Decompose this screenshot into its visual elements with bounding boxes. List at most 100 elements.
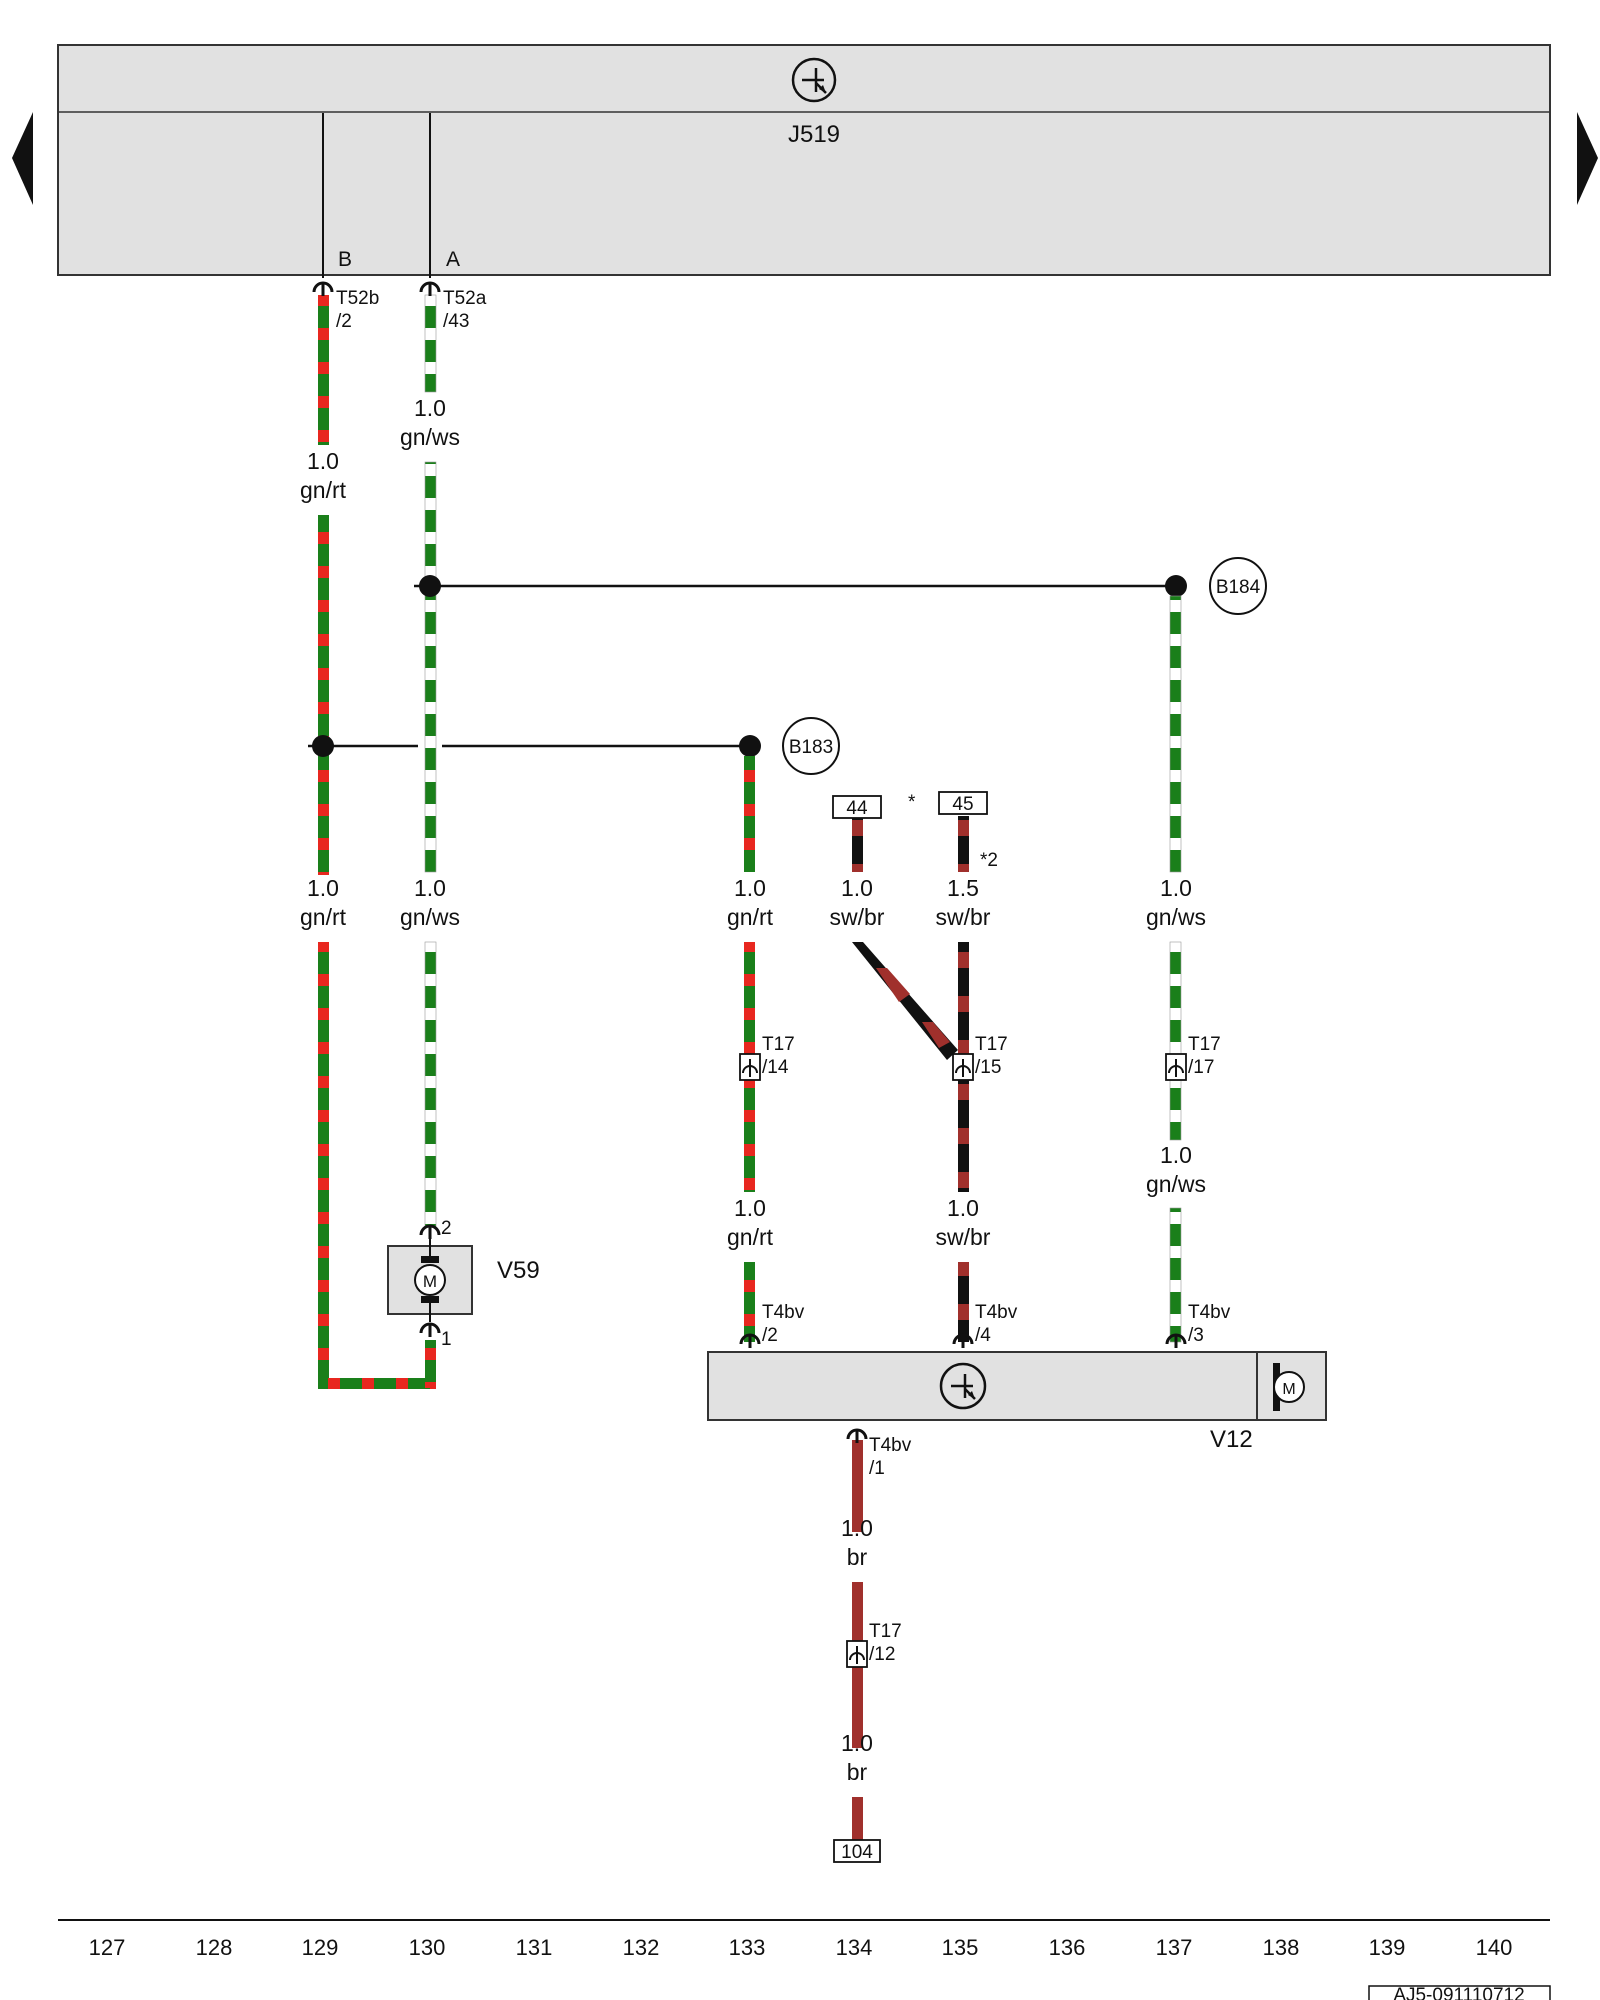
wire-size: 1.0 xyxy=(947,1195,979,1221)
connector-t4bv-2: T4bv /2 xyxy=(762,1302,805,1346)
transistor-icon xyxy=(791,57,837,103)
wire-label: 1.0 br xyxy=(841,1515,873,1570)
wire-color: gn/rt xyxy=(727,1224,774,1250)
connector-t4bv-3-pin: /3 xyxy=(1188,1325,1204,1346)
connector-t52a: T52a /43 xyxy=(443,288,487,332)
v59-pin-2: 2 xyxy=(441,1218,452,1239)
column-number: 138 xyxy=(1263,1935,1300,1960)
reference-44[interactable]: 44 xyxy=(832,795,882,819)
v59-motor: M 2 1 V59 xyxy=(387,1218,540,1350)
column-number: 140 xyxy=(1476,1935,1513,1960)
wire-label: 1.0 br xyxy=(841,1730,873,1785)
wire-label: 1.0 gn/ws xyxy=(1146,1142,1206,1197)
wire-size: 1.0 xyxy=(414,875,446,901)
wire-sw-br-134 xyxy=(852,816,958,1060)
svg-text:M: M xyxy=(1282,1381,1295,1398)
wire-label: 1.0 gn/ws xyxy=(400,395,460,450)
connector-t4bv-1-id: T4bv xyxy=(869,1435,912,1456)
pin-b-label: B xyxy=(338,248,352,271)
connector-t17-12: T17 /12 xyxy=(846,1621,902,1668)
connector-t52a-pin: /43 xyxy=(443,311,469,332)
wire-label: 1.0 gn/rt xyxy=(727,875,774,930)
prev-page-arrow[interactable] xyxy=(12,112,33,205)
wire-size: 1.0 xyxy=(841,1515,873,1541)
splice-b184-label: B184 xyxy=(1216,577,1261,598)
column-number: 137 xyxy=(1156,1935,1193,1960)
connector-t17-15-id: T17 xyxy=(975,1034,1008,1055)
splice-b184: B184 xyxy=(1209,557,1267,615)
wire-size: 1.0 xyxy=(734,1195,766,1221)
connector-t4bv-4-id: T4bv xyxy=(975,1302,1018,1323)
reference-104[interactable]: 104 xyxy=(833,1839,881,1863)
wire-color: gn/rt xyxy=(300,477,347,503)
connector-t17-15-pin: /15 xyxy=(975,1057,1001,1078)
j519-control-unit: J519 xyxy=(57,44,1551,276)
wire-label: 1.0 gn/rt xyxy=(727,1195,774,1250)
wire-label: 1.5 sw/br xyxy=(936,875,991,930)
wire-color: gn/rt xyxy=(300,904,347,930)
wire-gn-rt-133 xyxy=(744,756,755,1342)
wire-color: sw/br xyxy=(936,1224,991,1250)
wire-size: 1.0 xyxy=(1160,875,1192,901)
wire-color: gn/ws xyxy=(1146,904,1206,930)
column-number: 133 xyxy=(729,1935,766,1960)
reference-45[interactable]: 45 xyxy=(938,791,988,815)
column-number: 131 xyxy=(516,1935,553,1960)
connector-t17-17-id: T17 xyxy=(1188,1034,1221,1055)
connector-t17-14-pin: /14 xyxy=(762,1057,789,1078)
wire-label: 1.0 gn/ws xyxy=(400,875,460,930)
wire-size: 1.0 xyxy=(414,395,446,421)
connector-t52a-id: T52a xyxy=(443,288,487,309)
wire-gn-rt-129 xyxy=(318,295,436,1389)
pin-a-label: A xyxy=(446,248,460,271)
column-number: 128 xyxy=(196,1935,233,1960)
junction-dot xyxy=(419,575,441,597)
wire-size: 1.0 xyxy=(307,875,339,901)
connector-t4bv-1: T4bv /1 xyxy=(869,1435,912,1479)
reference-104-label: 104 xyxy=(841,1842,873,1863)
wire-label: 1.0 sw/br xyxy=(830,875,885,930)
motor-icon: M xyxy=(1273,1363,1305,1411)
v59-pin-1: 1 xyxy=(441,1329,452,1350)
v12-label: V12 xyxy=(1210,1426,1253,1453)
reference-44-label: 44 xyxy=(846,798,868,819)
connector-t4bv-3: T4bv /3 xyxy=(1188,1302,1231,1346)
wire-color: sw/br xyxy=(830,904,885,930)
wire-label: 1.0 gn/rt xyxy=(300,875,347,930)
wire-color: gn/ws xyxy=(1146,1171,1206,1197)
svg-text:M: M xyxy=(423,1272,437,1291)
wire-color: gn/ws xyxy=(400,904,460,930)
column-number: 135 xyxy=(942,1935,979,1960)
wire-size: 1.0 xyxy=(841,1730,873,1756)
j519-label: J519 xyxy=(788,121,840,148)
column-number: 139 xyxy=(1369,1935,1406,1960)
connector-t4bv-4-pin: /4 xyxy=(975,1325,991,1346)
column-number: 127 xyxy=(89,1935,126,1960)
connector-t4bv-3-id: T4bv xyxy=(1188,1302,1231,1323)
junction-dot xyxy=(312,735,334,757)
wire-gn-ws-137 xyxy=(1169,595,1182,1343)
column-number: 132 xyxy=(623,1935,660,1960)
column-number: 134 xyxy=(836,1935,873,1960)
v12-unit: M V12 xyxy=(707,1351,1327,1453)
wire-size: 1.0 xyxy=(307,448,339,474)
connector-t17-12-pin: /12 xyxy=(869,1644,895,1665)
v59-label: V59 xyxy=(497,1257,540,1284)
junction-dot xyxy=(1165,575,1187,597)
wire-size: 1.0 xyxy=(1160,1142,1192,1168)
wire-size: 1.0 xyxy=(734,875,766,901)
transistor-icon xyxy=(939,1362,987,1410)
column-numbers: 127 128 129 130 131 132 133 134 135 136 … xyxy=(89,1935,1513,1960)
connector-t4bv-1-pin: /1 xyxy=(869,1458,885,1479)
document-id-label: AJ5-091110712 xyxy=(1393,1985,1524,2000)
reference-45-label: 45 xyxy=(952,794,973,815)
splice-b183-label: B183 xyxy=(789,737,833,758)
wire-color: br xyxy=(847,1544,868,1570)
connector-t4bv-4: T4bv /4 xyxy=(975,1302,1018,1346)
connector-t4bv-2-id: T4bv xyxy=(762,1302,805,1323)
connector-t17-14: T17 /14 xyxy=(739,1034,795,1081)
wire-size: 1.5 xyxy=(947,875,979,901)
next-page-arrow[interactable] xyxy=(1577,112,1598,205)
junction-dot xyxy=(739,735,761,757)
